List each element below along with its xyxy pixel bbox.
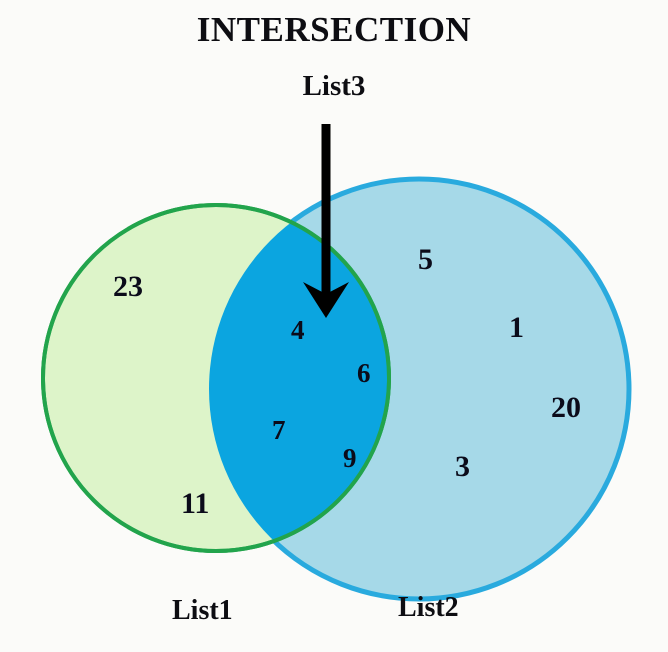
annotation-label-list3: List3 xyxy=(302,70,366,102)
venn-intersection-region xyxy=(209,205,389,551)
value-right-only-3: 3 xyxy=(455,450,470,483)
value-intersection-6: 6 xyxy=(357,358,371,388)
value-right-only-20: 20 xyxy=(551,391,581,424)
set-label-list2: List2 xyxy=(398,592,459,623)
arrow-down-icon xyxy=(303,124,349,318)
value-right-only-5: 5 xyxy=(418,243,433,276)
value-intersection-9: 9 xyxy=(343,443,357,473)
set-label-list1: List1 xyxy=(172,595,233,626)
value-left-only-23: 23 xyxy=(113,270,143,303)
value-intersection-4: 4 xyxy=(291,315,305,345)
value-right-only-1: 1 xyxy=(509,311,524,344)
value-left-only-11: 11 xyxy=(181,487,210,520)
page-title: INTERSECTION xyxy=(196,10,472,49)
venn-circle-list1-outline xyxy=(41,203,391,553)
value-intersection-7: 7 xyxy=(272,415,286,445)
